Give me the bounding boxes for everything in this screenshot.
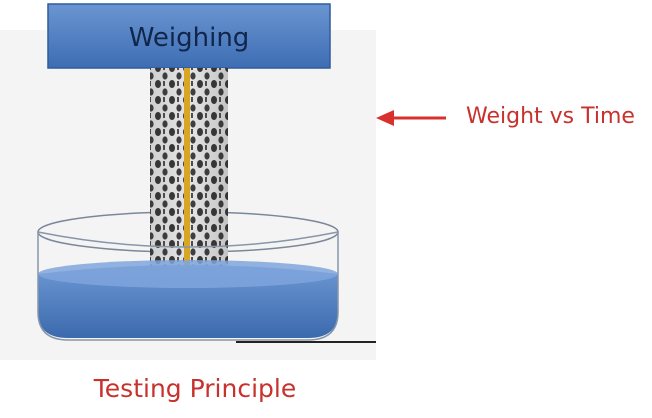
diagram-caption: Testing Principle	[93, 374, 297, 403]
liquid-surface	[38, 260, 338, 288]
arrow-left-icon	[376, 110, 446, 126]
weighing-label: Weighing	[129, 23, 250, 53]
beaker-wall	[37, 232, 339, 341]
annotation-text: Weight vs Time	[466, 104, 635, 129]
beaker-front-rim	[37, 231, 339, 248]
weighing-box	[47, 3, 331, 69]
wicking-strip	[184, 68, 190, 290]
